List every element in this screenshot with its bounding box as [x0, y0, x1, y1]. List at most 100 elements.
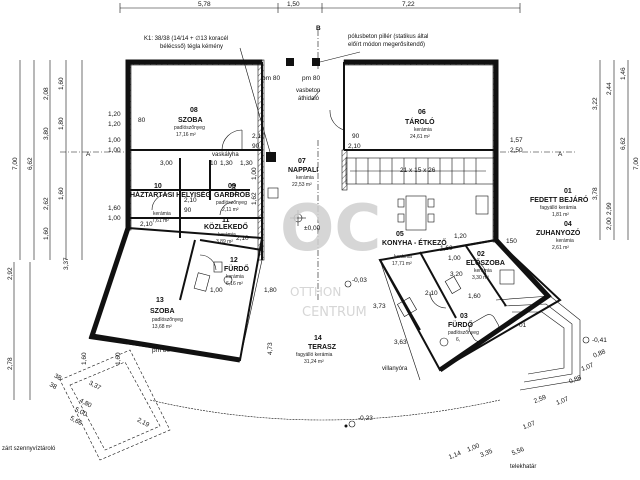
- inner-dim-33: 3,63: [394, 339, 407, 346]
- svg-text:KONYHA - ÉTKEZŐ: KONYHA - ÉTKEZŐ: [382, 238, 447, 247]
- left-dim-a0: 1,60: [58, 77, 65, 90]
- inner-dim-23: 1,00: [448, 255, 461, 262]
- svg-text:14: 14: [314, 335, 322, 342]
- room-12: 12 FÜRDŐ kerámia 6,16 m²: [224, 257, 249, 287]
- pillar-note-1: pólusbeton pillér (statikus által: [348, 34, 428, 40]
- br-dim-0: 5,56: [511, 446, 526, 457]
- right-dim-a1: 2,44: [606, 82, 613, 95]
- inner-dim-8: 2,10: [348, 143, 361, 150]
- svg-text:2,11 m²: 2,11 m²: [222, 207, 239, 213]
- br-dim-2: 1,07: [522, 420, 537, 431]
- svg-text:09: 09: [228, 183, 236, 190]
- svg-text:TÁROLÓ: TÁROLÓ: [405, 117, 435, 126]
- septic-tank: [59, 349, 171, 461]
- svg-text:FÜRDŐ: FÜRDŐ: [448, 320, 473, 329]
- svg-text:04: 04: [564, 221, 572, 228]
- axis-b-top: B: [316, 25, 321, 32]
- lintel-note-1: vasbeton: [296, 88, 320, 94]
- svg-text:01: 01: [564, 188, 572, 195]
- br-dim-5: 1,07: [555, 395, 570, 406]
- section-axis-a: A A: [60, 151, 575, 158]
- svg-text:17,16 m²: 17,16 m²: [176, 132, 196, 138]
- terrace-arc: [149, 140, 501, 421]
- svg-text:padlószőnyeg: padlószőnyeg: [448, 330, 479, 336]
- lintel-note-2: áthidaló: [298, 96, 320, 102]
- right-dim-b2: 2,00: [606, 217, 613, 230]
- svg-text:FÜRDŐ: FÜRDŐ: [224, 264, 249, 273]
- inner-dim-7: 2,50: [510, 147, 523, 154]
- inner-dimensions: 1,20 1,20 1,00 1,00 2,10 90 1,57 2,50 2,…: [81, 111, 523, 365]
- room-04: 04 ZUHANYOZÓ kerámia 2,61 m²: [536, 221, 581, 251]
- right-dim-b3: 6,62: [620, 137, 627, 150]
- inner-dim-22: 1,60: [440, 245, 453, 252]
- level-l3: -0,23: [358, 415, 373, 422]
- right-dim-a0: 3,22: [592, 97, 599, 110]
- svg-text:padlószőnyeg: padlószőnyeg: [174, 125, 205, 131]
- left-dim-d0: 3,37: [63, 257, 70, 270]
- bl-dim-6: 38: [48, 381, 58, 391]
- svg-text:FEDETT BEJÁRÓ: FEDETT BEJÁRÓ: [530, 195, 589, 204]
- inner-dim-10: 3,00: [160, 160, 173, 167]
- svg-text:KÖZLEKEDŐ: KÖZLEKEDŐ: [204, 222, 249, 231]
- br-dim-7: 0,88: [568, 374, 583, 385]
- br-dim-1: 3,35: [479, 448, 494, 459]
- bottom-right-dimensions: 5,56 3,35 1,07 1,14 1,00 1,07 2,59 0,88 …: [448, 348, 607, 461]
- entrance-steps: [495, 295, 581, 391]
- watermark-logo: OC: [280, 192, 381, 266]
- inner-dim-12: 1,30: [240, 160, 253, 167]
- svg-text:6,16 m²: 6,16 m²: [226, 281, 243, 287]
- inner-dim-26: 2,10: [425, 290, 438, 297]
- room-14: 14 TERASZ fagyálló kerámia 31,24 m²: [296, 335, 337, 365]
- svg-text:HÁZTARTÁSI HELYISÉG: HÁZTARTÁSI HELYISÉG: [130, 190, 211, 199]
- dim-top-left: 5,78: [198, 1, 211, 8]
- svg-text:kerámia: kerámia: [474, 268, 492, 274]
- room-10: 10 HÁZTARTÁSI HELYISÉG kerámia 7,61 m²: [130, 183, 211, 224]
- axis-a-left: A: [86, 151, 91, 158]
- inner-dim-0: 1,20: [108, 111, 121, 118]
- inner-dim-19: 2,10: [184, 197, 197, 204]
- inner-dim-30: 1,80: [264, 287, 277, 294]
- svg-text:12: 12: [230, 257, 238, 264]
- inner-dim-20: 1,60: [108, 205, 121, 212]
- septic-label: zárt szennyvíztároló: [2, 446, 56, 452]
- svg-text:ZUHANYOZÓ: ZUHANYOZÓ: [536, 228, 581, 237]
- svg-text:13: 13: [156, 297, 164, 304]
- chimney-note-1: K1: 38/38 (14/14 + ∅13 koracél: [144, 35, 228, 42]
- bl-dim-3: 5,66: [69, 415, 84, 427]
- watermark-sub2: CENTRUM: [302, 305, 367, 320]
- br-dim-9: 0,88: [592, 348, 607, 359]
- villanyora-label: villanyóra: [382, 366, 408, 372]
- inner-dim-11: 1,30: [220, 160, 233, 167]
- inner-dim-2: 1,00: [108, 137, 121, 144]
- svg-text:kerámia: kerámia: [296, 175, 314, 181]
- inner-dim-18: 90: [184, 207, 192, 214]
- inner-dim-15: 1,00: [251, 167, 258, 180]
- room-08: 08 SZOBA padlószőnyeg 17,16 m²: [174, 107, 205, 138]
- annotations: K1: 38/38 (14/14 + ∅13 koracél bélécsső)…: [2, 34, 607, 470]
- inner-dim-14: 1,42: [231, 183, 238, 196]
- room-09: 09 GARDRÓB padlószőnyeg 2,11 m²: [214, 183, 250, 213]
- svg-text:kerámia: kerámia: [153, 211, 171, 217]
- svg-text:SZOBA: SZOBA: [150, 308, 175, 315]
- svg-text:NAPPALI: NAPPALI: [288, 167, 318, 174]
- svg-text:24,61 m²: 24,61 m²: [410, 134, 430, 140]
- inner-dim-21: 1,00: [108, 215, 121, 222]
- bottom-left-dimensions: 3,37 4,80 5,00 5,66 2,19 38 38: [48, 373, 151, 429]
- svg-text:17,71 m²: 17,71 m²: [392, 261, 412, 267]
- svg-text:kerámia: kerámia: [218, 232, 236, 238]
- svg-text:fagyálló kerámia: fagyálló kerámia: [296, 352, 333, 358]
- dim-top-mid: 1,50: [287, 1, 300, 8]
- left-dim-a1: 1,80: [58, 117, 65, 130]
- br-dim-4: 1,00: [466, 442, 481, 453]
- stair-label: 21 x 15 x 26: [400, 167, 436, 174]
- svg-text:07: 07: [298, 158, 306, 165]
- watermark-sub1: OTTHON: [290, 285, 341, 299]
- inner-dim-34: 1,60: [81, 352, 88, 365]
- bl-dim-4: 2,19: [136, 417, 151, 429]
- svg-text:06: 06: [418, 109, 426, 116]
- mark-01: 01: [519, 322, 527, 329]
- mark-80: 80: [138, 117, 146, 124]
- svg-text:6,: 6,: [456, 337, 460, 343]
